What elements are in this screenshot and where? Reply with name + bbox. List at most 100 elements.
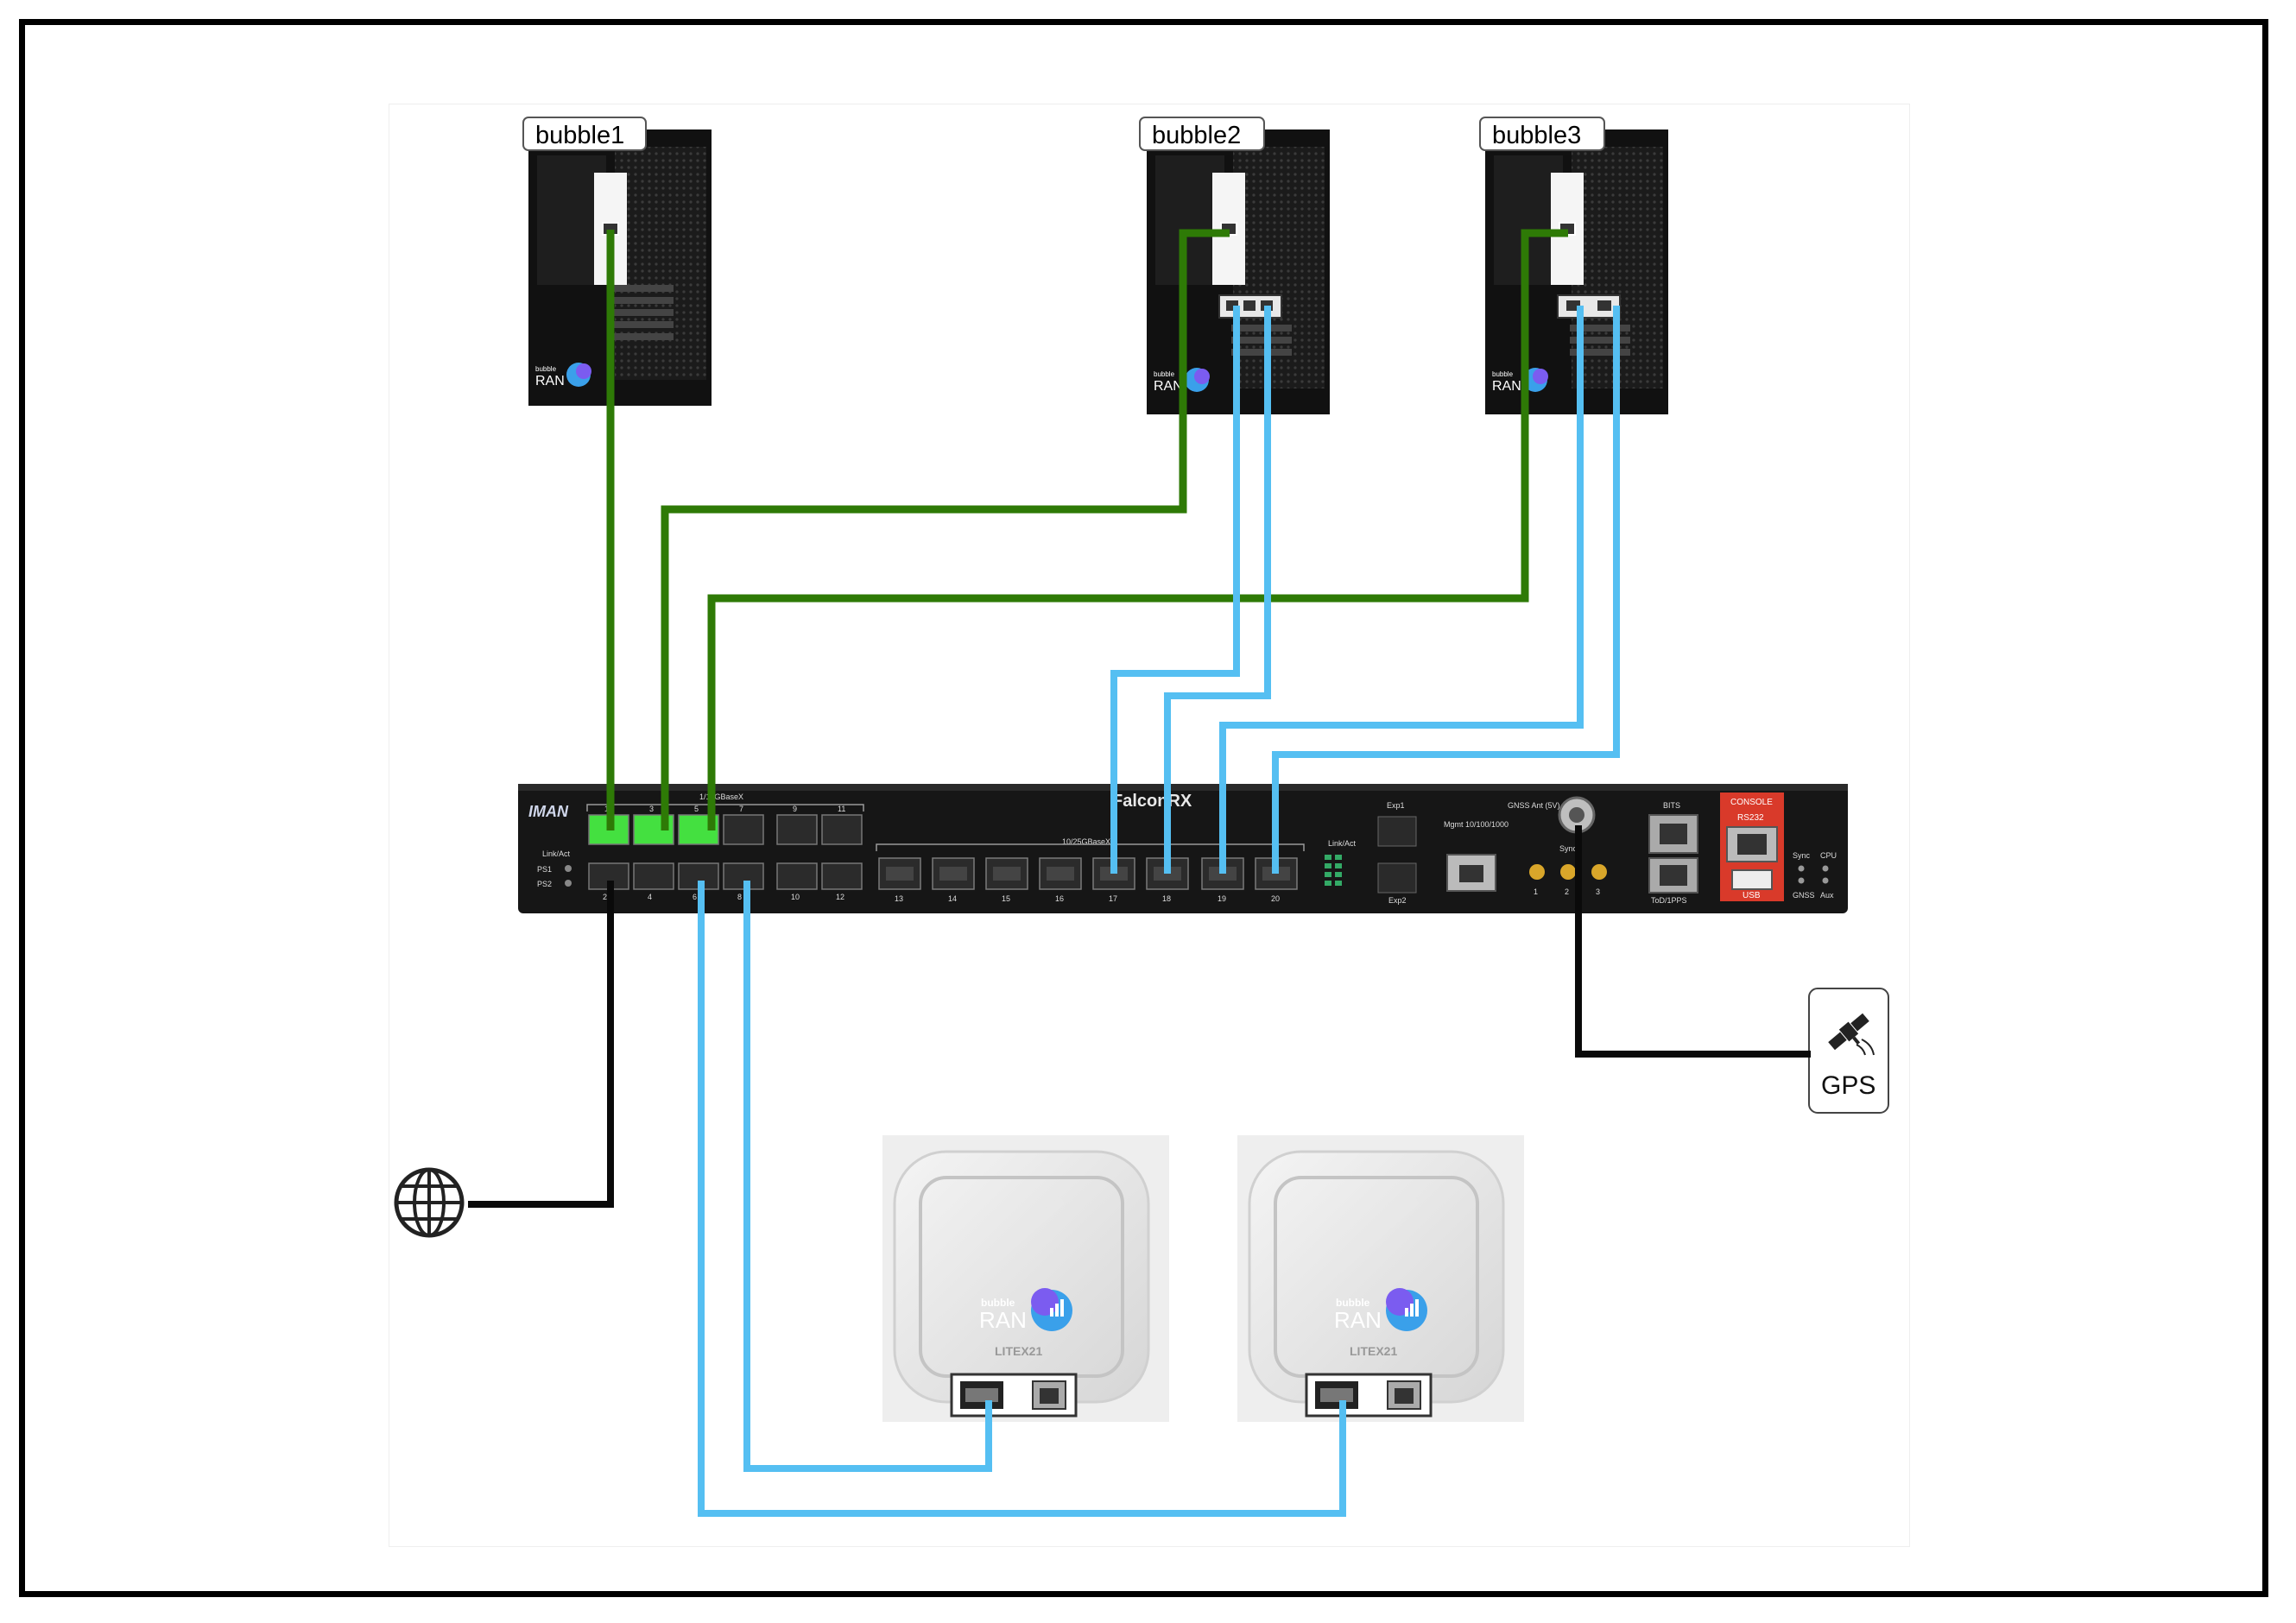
- tod-port-socket: [1660, 865, 1687, 886]
- port-number: 13: [895, 894, 903, 903]
- sfp-port-bottom-4[interactable]: [633, 862, 674, 890]
- svg-text:bubble1: bubble1: [535, 122, 624, 149]
- exp-port[interactable]: [1377, 816, 1417, 847]
- port-number: 8: [737, 893, 742, 901]
- status-led: [1798, 877, 1805, 884]
- port-number: 4: [648, 893, 652, 901]
- status-led: [1822, 865, 1829, 872]
- svg-text:RAN: RAN: [1154, 379, 1183, 394]
- fronthaul-link-ru2[interactable]: [698, 881, 1346, 1517]
- management-link-bubble3[interactable]: [707, 229, 1568, 830]
- status-label: PS1: [537, 865, 552, 874]
- radio-unit-body: [1248, 1150, 1505, 1404]
- port-number: 5: [694, 805, 699, 813]
- sma-connector[interactable]: [1591, 864, 1607, 880]
- port-number: 18: [1162, 894, 1171, 903]
- port-number: 17: [1109, 894, 1117, 903]
- sfp-group-label: 1/10GBaseX: [699, 793, 743, 801]
- internet-uplink[interactable]: [468, 881, 614, 1208]
- bubbleran-logo: bubble RAN: [1492, 368, 1548, 394]
- server-bubble1[interactable]: bubble RAN: [528, 129, 712, 406]
- sfp-group-label: 10/25GBaseX: [1062, 837, 1110, 846]
- server-foot: [1632, 397, 1656, 414]
- tod-label: ToD/1PPS: [1651, 896, 1687, 905]
- server-foot: [537, 388, 561, 406]
- svg-text:bubble: bubble: [981, 1297, 1015, 1309]
- sfp-port-bottom-10[interactable]: [776, 862, 818, 890]
- ethernet-port-socket: [1040, 1388, 1059, 1404]
- diagram-frame: [19, 19, 2268, 1597]
- sma-number: 3: [1596, 887, 1600, 896]
- switch-top-edge: [518, 784, 1848, 791]
- gps-label: GPS: [1821, 1071, 1875, 1100]
- sfp-group-bracket: [876, 843, 1305, 851]
- status-led: [1822, 877, 1829, 884]
- globe-icon[interactable]: [394, 1167, 465, 1238]
- fronthaul-link-bubble3-port20[interactable]: [1272, 306, 1620, 874]
- radio-unit-shine: [981, 1197, 1066, 1273]
- port-number: 7: [739, 805, 743, 813]
- server-mesh-panel: [615, 147, 706, 380]
- led-label: Sync: [1793, 851, 1811, 860]
- status-label: Link/Act: [542, 849, 571, 858]
- svg-text:bubble: bubble: [1154, 370, 1175, 378]
- ethernet-port[interactable]: [1387, 1380, 1421, 1410]
- port-number: 12: [836, 893, 844, 901]
- sfp-port-top-7[interactable]: [723, 814, 764, 845]
- sfp-port-top-9[interactable]: [776, 814, 818, 845]
- port-number: 10: [791, 893, 800, 901]
- sfp-port-slot: [886, 867, 914, 881]
- console-port-socket: [1737, 834, 1767, 855]
- port-number: 16: [1055, 894, 1064, 903]
- server-foot: [1293, 397, 1318, 414]
- led-label: GNSS: [1793, 891, 1815, 900]
- cable-layer: [468, 229, 1811, 1517]
- svg-text:bubble2: bubble2: [1152, 122, 1241, 149]
- status-led: [565, 880, 572, 887]
- radio-unit-1[interactable]: bubble RAN LITEX21: [882, 1135, 1169, 1422]
- usb-port[interactable]: [1731, 869, 1773, 890]
- expansion-slots: [613, 285, 674, 340]
- usb-label: USB: [1743, 891, 1761, 900]
- exp-label: Exp2: [1388, 896, 1407, 905]
- console-label: CONSOLE: [1730, 798, 1773, 807]
- gnss-connector-core: [1569, 807, 1584, 823]
- fronthaul-link-bubble2-port17[interactable]: [1110, 306, 1240, 874]
- fronthaul-link-bubble2-port18[interactable]: [1164, 306, 1271, 874]
- bubbleran-logo: bubble RAN: [1334, 1288, 1427, 1333]
- falconrx-switch[interactable]: IMAN Link/Act PS1 PS2 FalconRX 1/10GBase…: [518, 784, 1848, 913]
- fronthaul-link-ru1[interactable]: [743, 881, 992, 1472]
- server-mesh-panel: [1233, 147, 1325, 388]
- led-label: CPU: [1820, 851, 1837, 860]
- radio-unit-2[interactable]: bubble RAN LITEX21: [1237, 1135, 1524, 1422]
- sfp-port-top-11[interactable]: [821, 814, 863, 845]
- expansion-slots: [1570, 325, 1630, 356]
- port-number: 6: [693, 893, 697, 901]
- led-label: Aux: [1820, 891, 1834, 900]
- sma-connector[interactable]: [1560, 864, 1576, 880]
- console-port[interactable]: [1726, 826, 1778, 862]
- exp-port[interactable]: [1377, 862, 1417, 894]
- gps-antenna-cable[interactable]: [1575, 825, 1811, 1058]
- status-led: [565, 865, 572, 872]
- fronthaul-link-bubble3-port19[interactable]: [1219, 306, 1584, 874]
- sfp-port: [1243, 300, 1256, 311]
- satellite-icon: [1828, 1013, 1869, 1051]
- ethernet-port-socket: [1395, 1388, 1414, 1404]
- gnss-label: GNSS Ant (5V): [1508, 801, 1560, 810]
- switch-vendor-logo: IMAN: [528, 803, 569, 820]
- port-number: 14: [948, 894, 957, 903]
- gps-receiver[interactable]: GPS: [1808, 988, 1889, 1114]
- svg-text:RAN: RAN: [535, 374, 565, 388]
- expansion-slots: [1231, 325, 1292, 356]
- sma-connector[interactable]: [1529, 864, 1545, 880]
- sfp-port-bottom-12[interactable]: [821, 862, 863, 890]
- server-foot: [1155, 397, 1180, 414]
- management-link-bubble2[interactable]: [661, 229, 1230, 830]
- exp-label: Exp1: [1387, 801, 1405, 810]
- sfp-port: [1597, 300, 1611, 311]
- server-foot: [1494, 397, 1518, 414]
- radio-unit-model: LITEX21: [995, 1344, 1042, 1358]
